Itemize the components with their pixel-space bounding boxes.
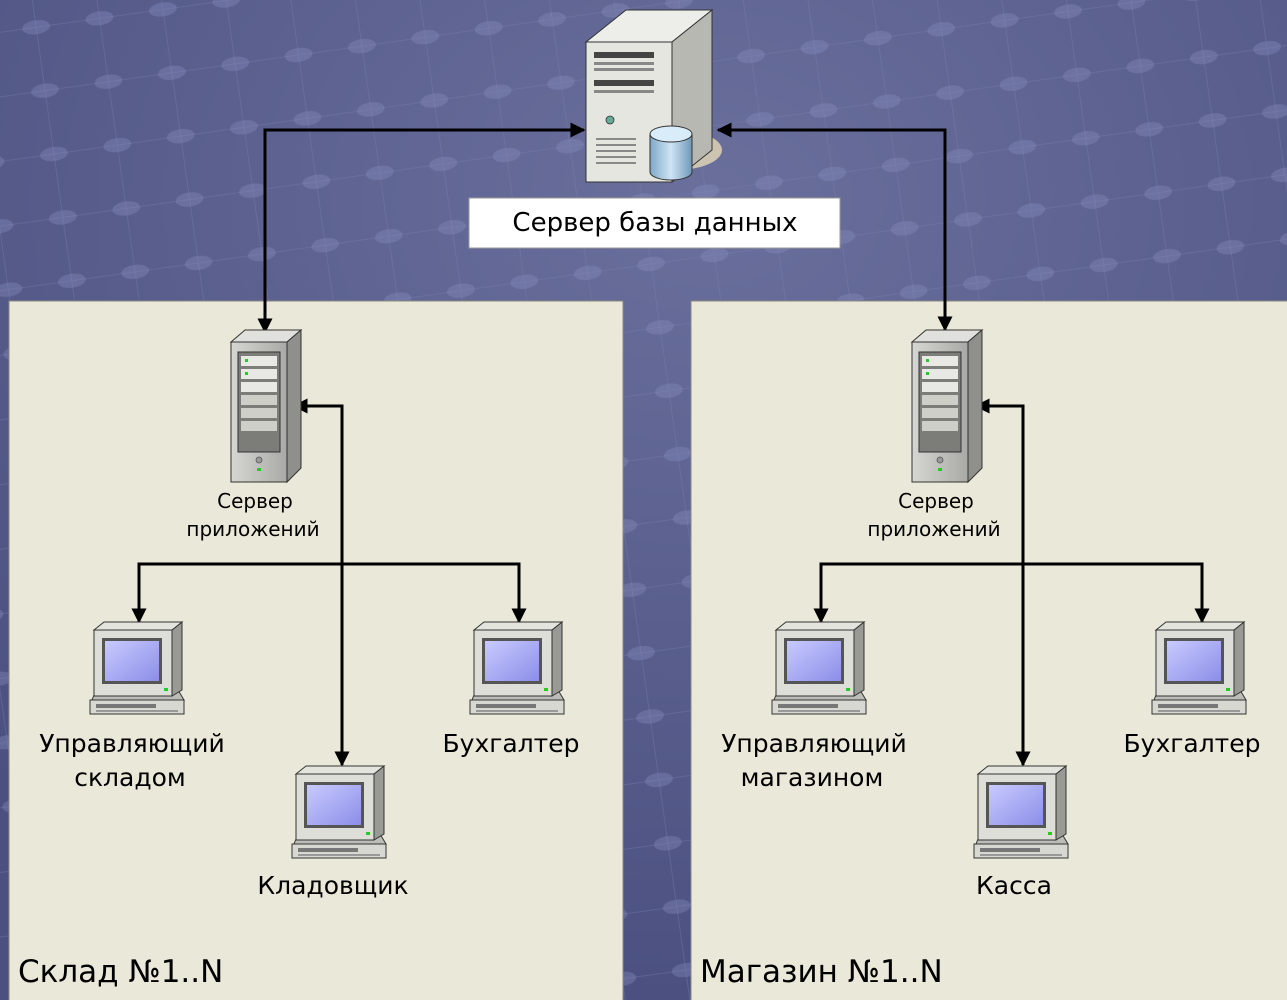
store-app-server-label-line1: Сервер (898, 489, 974, 513)
database-server-label-box (468, 197, 841, 249)
warehouse-manager-label-line2: складом (74, 763, 186, 792)
warehouse-app-server-icon (230, 329, 302, 483)
store-branch-connector (813, 562, 1210, 624)
warehouse-app-server-label-line1: Сервер (217, 489, 293, 513)
warehouse-branch-connector (131, 562, 527, 624)
store-cash-label: Касса (976, 871, 1052, 900)
store-manager-workstation-icon (771, 621, 867, 715)
warehouse-accountant-workstation-icon (469, 621, 565, 715)
warehouse-clerk-label: Кладовщик (257, 871, 408, 900)
db-to-warehouse-connector (257, 122, 586, 334)
warehouse-app-server-label-line2: приложений (186, 517, 319, 541)
db-to-store-connector (716, 122, 953, 332)
warehouse-manager-workstation-icon (89, 621, 185, 715)
warehouse-accountant-label: Бухгалтер (443, 729, 580, 758)
warehouse-clerk-workstation-icon (291, 765, 387, 859)
database-server-label: Сервер базы данных (512, 208, 797, 238)
store-cash-workstation-icon (973, 765, 1069, 859)
warehouse-panel-title: Склад №1..N (18, 954, 223, 990)
warehouse-manager-label-line1: Управляющий (39, 729, 225, 758)
store-accountant-label: Бухгалтер (1124, 729, 1261, 758)
store-manager-label-line2: магазином (741, 763, 884, 792)
store-panel-title: Магазин №1..N (700, 954, 943, 990)
store-cash-connector (974, 398, 1031, 767)
warehouse-clerk-connector (292, 398, 350, 767)
store-accountant-workstation-icon (1151, 621, 1247, 715)
store-app-server-label-line2: приложений (867, 517, 1000, 541)
store-app-server-icon (911, 329, 983, 483)
store-manager-label-line1: Управляющий (721, 729, 907, 758)
database-server-icon (584, 8, 722, 184)
